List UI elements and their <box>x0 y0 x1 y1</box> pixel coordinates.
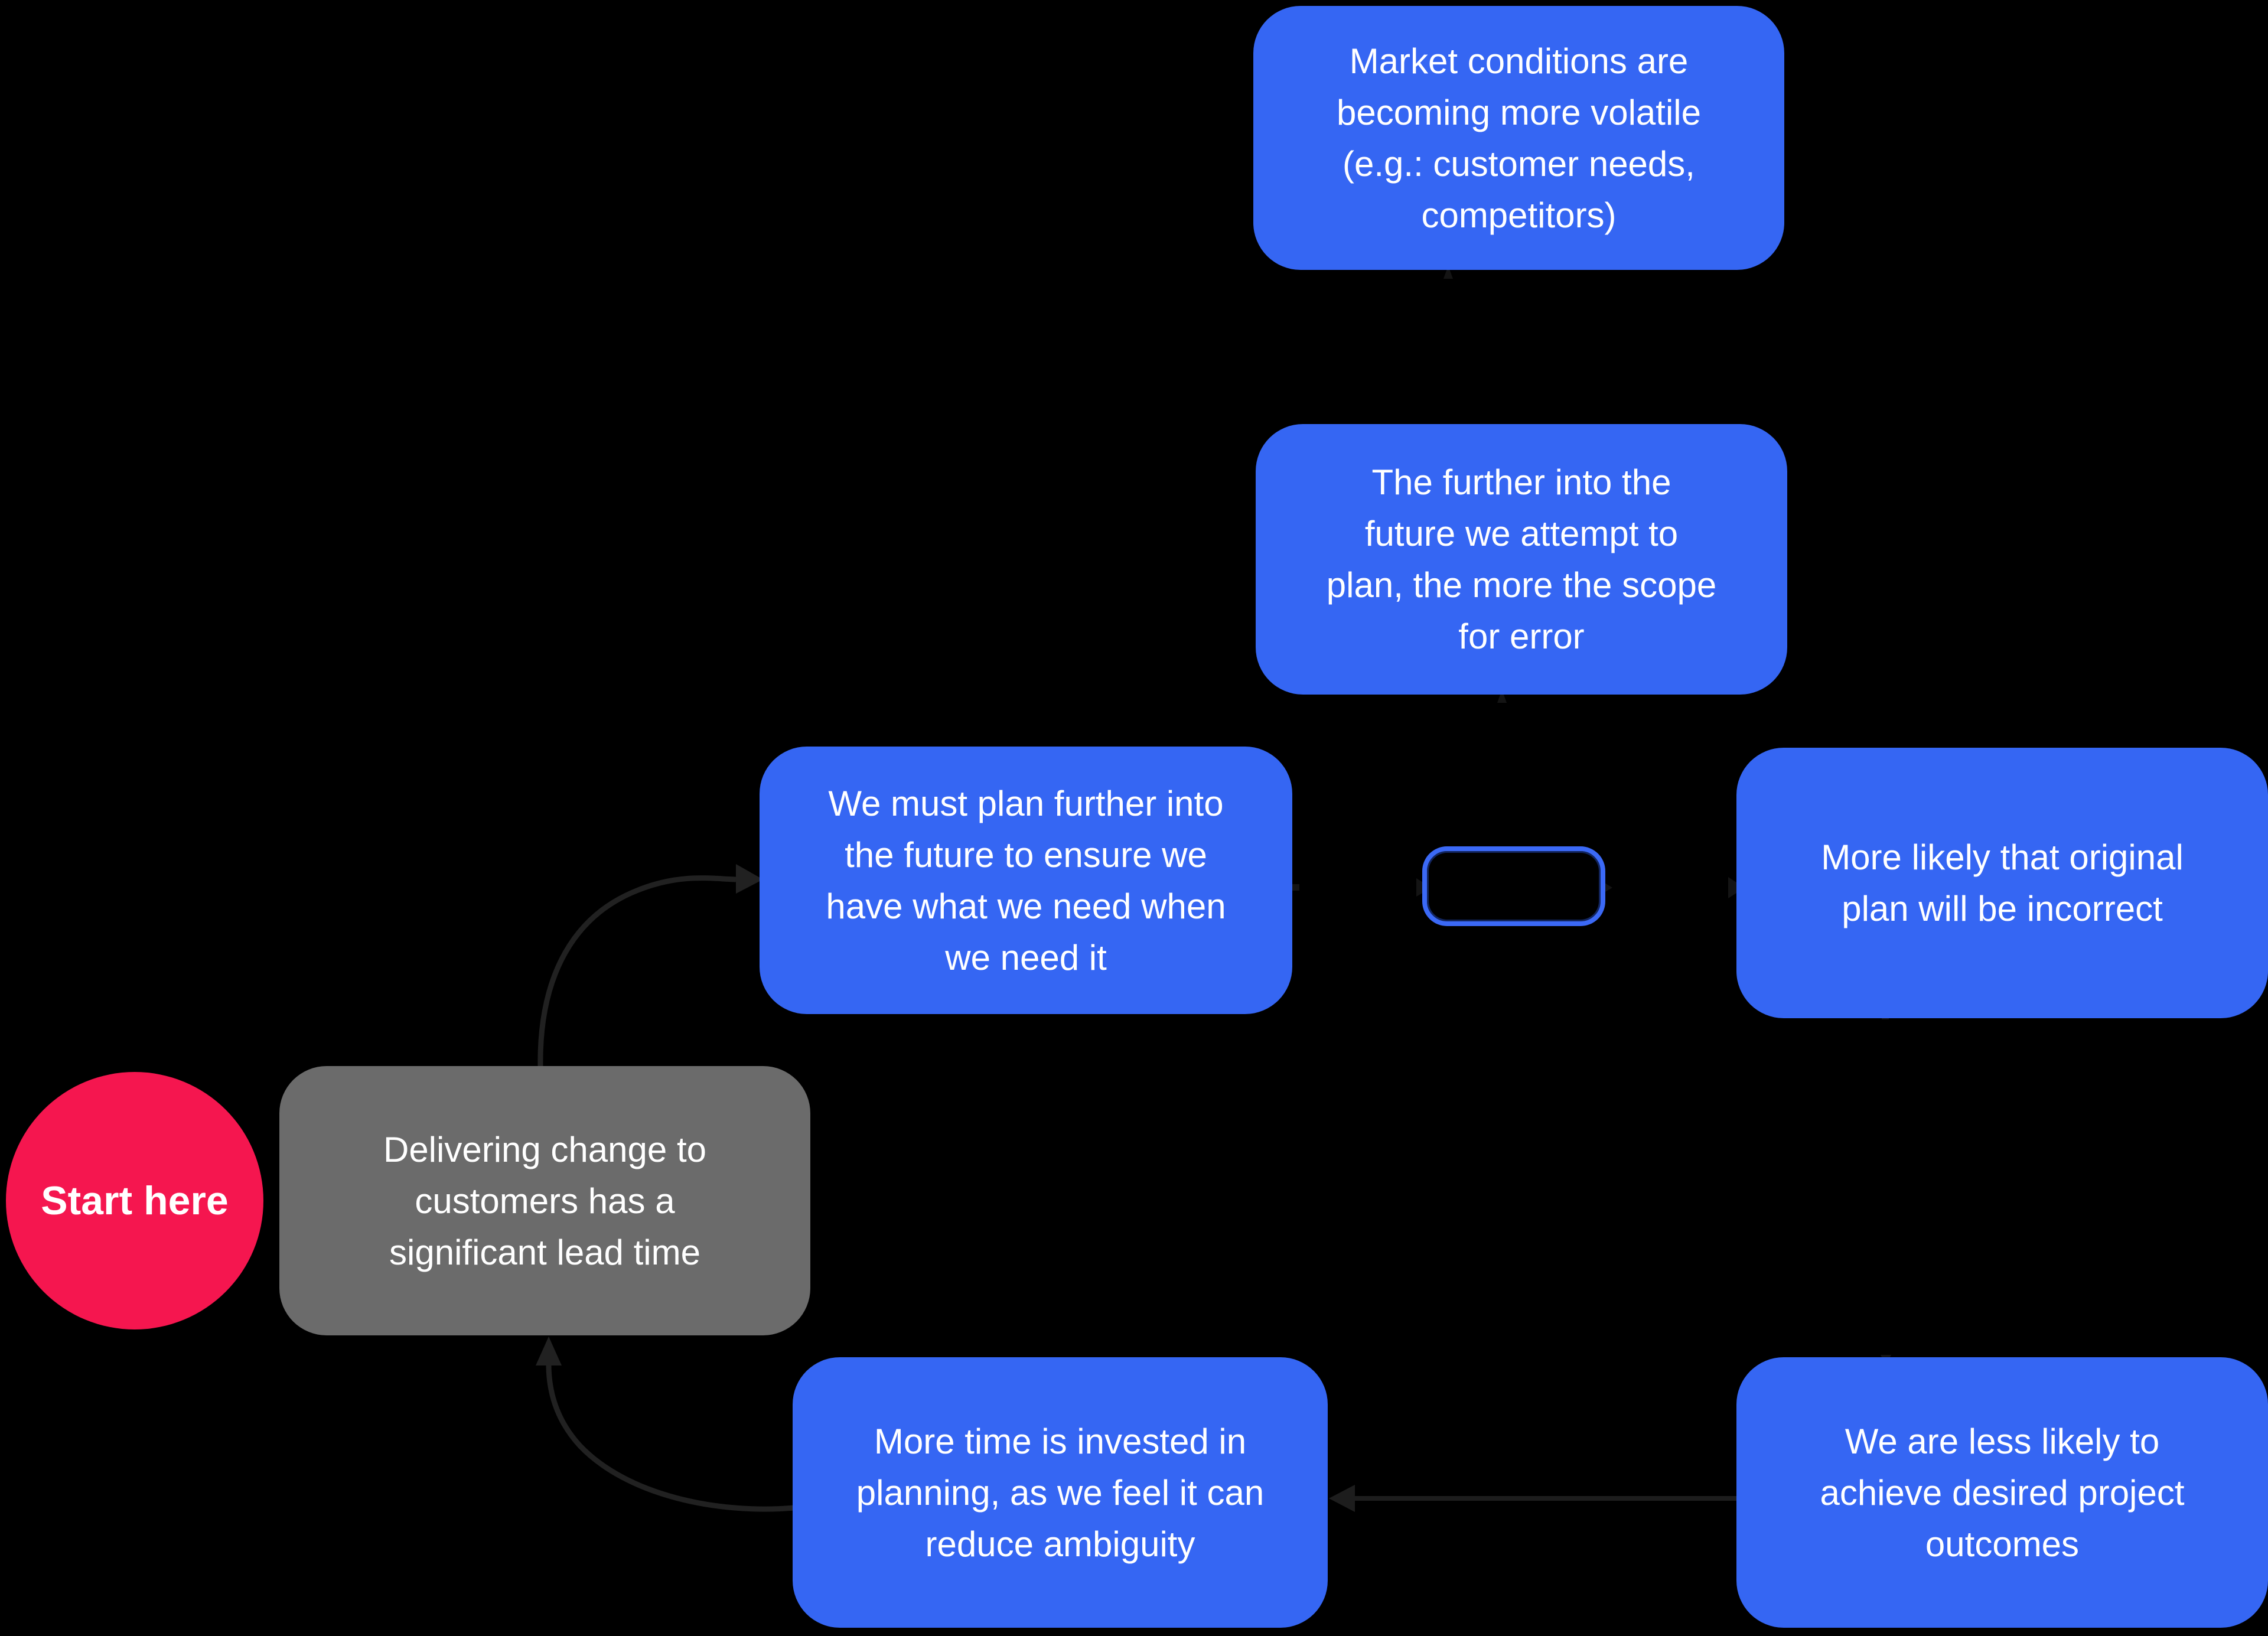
node-more-planning-time-label: More time is invested in planning, as we… <box>856 1421 1265 1564</box>
start-here-label: Start here <box>41 1178 229 1223</box>
junction-box[interactable] <box>1422 846 1605 926</box>
node-more-planning-time[interactable]: More time is invested in planning, as we… <box>793 1357 1328 1628</box>
arrow-moretime-to-leadtime[interactable] <box>536 1337 794 1512</box>
arrowhead <box>1329 1485 1355 1512</box>
node-less-outcomes[interactable]: We are less likely to achieve desired pr… <box>1736 1357 2268 1628</box>
node-lead-time-label: Delivering change to customers has a sig… <box>383 1129 706 1272</box>
node-scope-for-error[interactable]: The further into the future we attempt t… <box>1256 424 1787 695</box>
notch-mustplan-right <box>1291 884 1299 891</box>
node-market-conditions-label: Market conditions are becoming more vola… <box>1337 41 1701 235</box>
node-less-outcomes-label: We are less likely to achieve desired pr… <box>1820 1421 2185 1564</box>
node-lead-time[interactable]: Delivering change to customers has a sig… <box>279 1066 810 1335</box>
arrow-lessoutcomes-to-moretime[interactable] <box>1329 1485 1736 1512</box>
node-plan-incorrect-label: More likely that original plan will be i… <box>1821 837 2184 928</box>
node-must-plan-further-label: We must plan further into the future to … <box>826 783 1226 977</box>
node-plan-incorrect[interactable]: More likely that original plan will be i… <box>1736 748 2268 1018</box>
start-here-circle[interactable]: Start here <box>6 1072 263 1329</box>
node-market-conditions[interactable]: Market conditions are becoming more vola… <box>1253 6 1784 270</box>
arrow-leadtime-to-mustplan[interactable] <box>537 864 763 1067</box>
node-scope-for-error-label: The further into the future we attempt t… <box>1326 462 1717 656</box>
node-must-plan-further[interactable]: We must plan further into the future to … <box>760 747 1292 1014</box>
arrowhead <box>536 1337 562 1365</box>
